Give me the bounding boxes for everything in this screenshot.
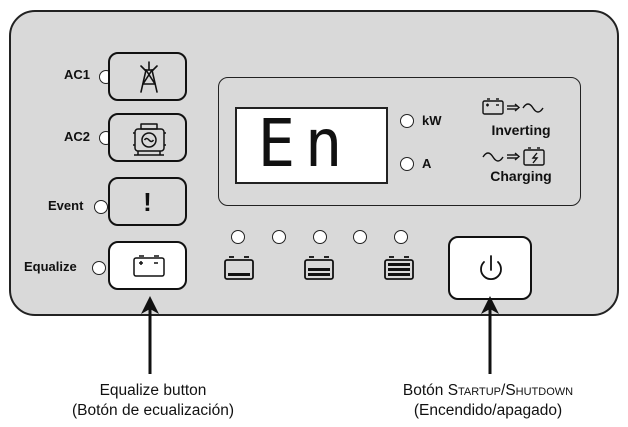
charging-label: Charging (490, 168, 552, 184)
display-area (218, 77, 581, 206)
ac1-grid-button[interactable] (108, 52, 187, 101)
charge-led-2 (272, 230, 286, 244)
ac1-label: AC1 (64, 67, 91, 82)
power-caption-separator: / (501, 382, 506, 399)
charge-led-3 (313, 230, 327, 244)
power-caption-startup: Startup (447, 382, 502, 399)
battery-low-icon (224, 256, 254, 280)
lcd-text: En (257, 105, 352, 182)
charge-led-5 (394, 230, 408, 244)
equalize-callout-arrow (141, 296, 159, 374)
power-caption-shutdown: Shutdown (505, 382, 574, 399)
equalize-caption-line1: Equalize button (99, 382, 207, 399)
power-caption: Botón Startup/Shutdown (Encendido/apagad… (350, 381, 626, 421)
kw-led (400, 114, 414, 128)
startup-shutdown-button[interactable] (448, 236, 532, 300)
power-caption-prefix: Botón (402, 382, 448, 399)
equalize-button[interactable] (108, 241, 187, 290)
equalize-caption-line2: (Botón de ecualización) (72, 402, 234, 419)
equalize-label: Equalize (24, 259, 77, 274)
charging-symbol-icon (482, 147, 545, 166)
event-led (94, 200, 108, 214)
inverting-label: Inverting (491, 122, 551, 138)
exclamation-icon: ! (143, 187, 152, 217)
inverting-symbol-icon (482, 98, 544, 115)
event-button[interactable]: ! (108, 177, 187, 226)
equalize-caption: Equalize button (Botón de ecualización) (38, 381, 268, 421)
charge-led-1 (231, 230, 245, 244)
ac2-generator-button[interactable] (108, 113, 187, 162)
power-icon (480, 255, 502, 281)
charge-led-4 (353, 230, 367, 244)
amps-led (400, 157, 414, 171)
battery-medium-icon (304, 256, 334, 280)
kw-label: kW (422, 113, 442, 128)
grid-tower-icon (140, 61, 158, 93)
ac2-label: AC2 (64, 129, 91, 144)
battery-full-icon (384, 256, 414, 280)
battery-icon (133, 255, 165, 277)
equalize-led (92, 261, 106, 275)
power-caption-line2: (Encendido/apagado) (413, 402, 563, 419)
power-caption-line1: Botón Startup/Shutdown (350, 381, 626, 401)
lcd-screen: En (235, 105, 388, 184)
power-callout-arrow (481, 296, 499, 374)
generator-icon (133, 123, 166, 156)
event-label: Event (48, 198, 84, 213)
amps-label: A (422, 156, 432, 171)
